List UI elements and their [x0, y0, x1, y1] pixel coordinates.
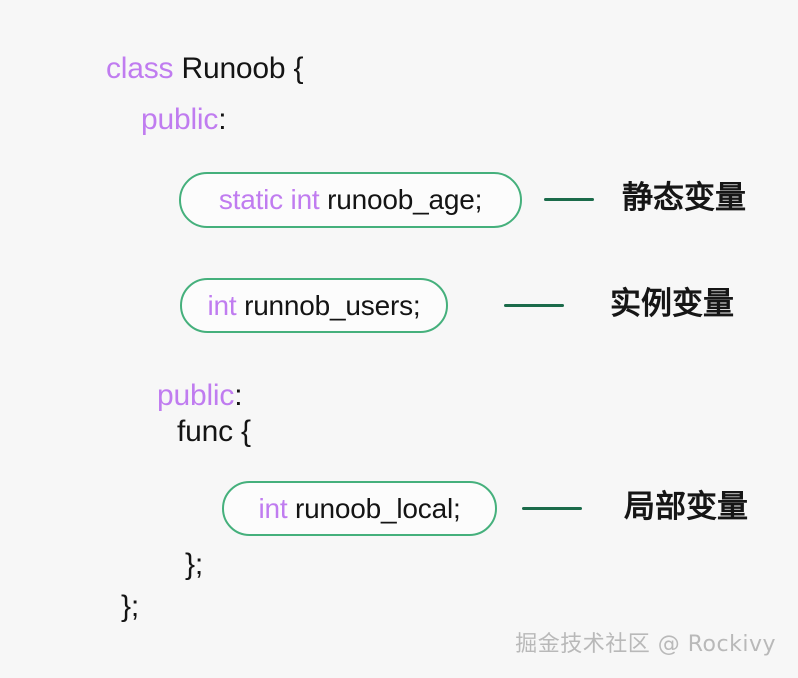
code-line-public-second: public:	[157, 379, 243, 412]
keyword-class: class	[106, 52, 174, 85]
closing-brace-func: };	[185, 548, 203, 581]
code-line-close-class: };	[121, 592, 139, 622]
instance-variable-label: 实例变量	[610, 286, 734, 322]
connector-line-instance	[504, 304, 564, 307]
keyword-public-second: public	[157, 379, 235, 412]
keyword-int-instance: int	[207, 289, 237, 321]
instance-variable-box[interactable]: int runnob_users;	[180, 278, 448, 333]
func-declaration: func {	[177, 415, 251, 448]
code-line-class-declaration: class Runoob {	[106, 52, 304, 85]
watermark-text: 掘金技术社区 @ Rockivy	[515, 632, 776, 657]
static-variable-label: 静态变量	[622, 180, 746, 216]
code-line-public-first: public:	[141, 103, 227, 136]
closing-brace-class: };	[121, 590, 139, 623]
keyword-static-int: static int	[218, 184, 320, 215]
colon-after-public-second: :	[234, 379, 243, 412]
connector-line-local	[522, 507, 582, 510]
code-line-close-func: };	[185, 550, 203, 580]
identifier-runoob-local: runoob_local;	[287, 492, 461, 524]
local-variable-box[interactable]: int runoob_local;	[222, 481, 497, 536]
connector-line-static	[544, 198, 594, 201]
static-variable-box[interactable]: static int runoob_age;	[179, 172, 522, 228]
class-name-runoob: Runoob {	[173, 52, 304, 85]
keyword-public: public	[141, 103, 219, 136]
identifier-runoob-age: runoob_age;	[319, 184, 483, 215]
colon-after-public: :	[218, 103, 227, 136]
local-variable-label: 局部变量	[624, 489, 748, 525]
code-line-func: func {	[177, 417, 251, 447]
keyword-int-local: int	[258, 492, 288, 524]
identifier-runnob-users: runnob_users;	[236, 289, 421, 321]
